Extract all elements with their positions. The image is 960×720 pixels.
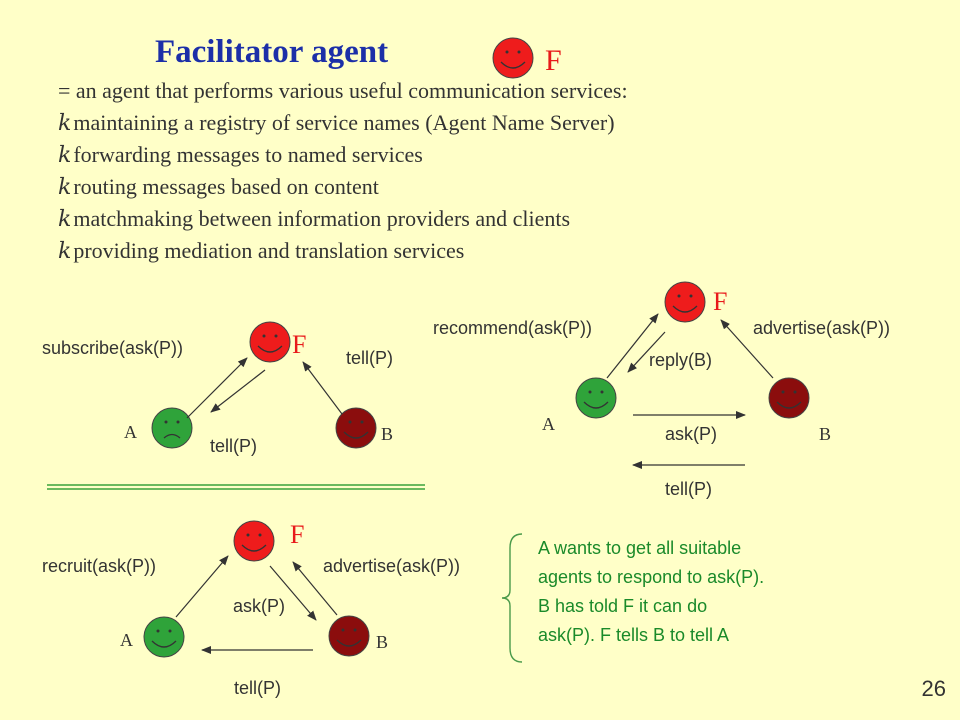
note-line: ask(P). F tells B to tell A [538, 625, 730, 645]
agent-a-label: A [124, 422, 137, 442]
tell-label: tell(P) [665, 479, 713, 499]
reply-arrow [627, 331, 666, 373]
bullet-item: kmaintaining a registry of service names… [58, 110, 615, 136]
note-line: B has told F it can do [538, 596, 708, 616]
recruit-arrow [175, 555, 229, 618]
facilitator-face-icon [492, 37, 534, 79]
agent-b-face-icon [328, 615, 370, 657]
agent-b-face-icon [768, 377, 810, 419]
intro-text: = an agent that performs various useful … [58, 78, 628, 103]
agent-b-label: B [819, 424, 832, 444]
brace-icon [501, 533, 523, 663]
page-number: 26 [921, 676, 946, 701]
bullet-item: kproviding mediation and translation ser… [58, 238, 465, 264]
bullet-mark: k [58, 111, 72, 136]
agent-a-label: A [120, 630, 133, 650]
note-line: A wants to get all suitable [538, 538, 742, 558]
bullet-mark: k [58, 207, 72, 232]
advertise-label: advertise(ask(P)) [753, 318, 891, 338]
bullet-mark: k [58, 239, 72, 264]
bullet-item: kforwarding messages to named services [58, 142, 423, 168]
note-line: agents to respond to ask(P). [538, 567, 765, 587]
agent-a-label: A [542, 414, 555, 434]
recommend-arrow [606, 313, 659, 379]
ask-label: ask(P) [665, 424, 718, 444]
advertise-arrow [292, 561, 338, 616]
tell-label: tell(P) [234, 678, 282, 698]
tell-label: tell(P) [346, 348, 394, 368]
ask-arrow [269, 565, 317, 621]
bullet-item: krouting messages based on content [58, 174, 379, 200]
bullet-mark: k [58, 175, 72, 200]
agent-a-face-icon [151, 407, 193, 449]
tell-to-a-arrow [210, 369, 266, 413]
facilitator-face-icon [249, 321, 291, 363]
agent-b-label: B [381, 424, 394, 444]
facilitator-label: F [713, 287, 728, 316]
recruit-label: recruit(ask(P)) [42, 556, 157, 576]
facilitator-label: F [290, 520, 305, 549]
tell-label: tell(P) [210, 436, 258, 456]
bullet-mark: k [58, 143, 72, 168]
tell-from-b-arrow [302, 361, 343, 415]
facilitator-label: F [292, 330, 307, 359]
ask-label: ask(P) [233, 596, 286, 616]
agent-a-face-icon [143, 616, 185, 658]
agent-b-label: B [376, 632, 389, 652]
facilitator-face-icon [233, 520, 275, 562]
subscribe-arrow [186, 357, 248, 419]
bullet-item: kmatchmaking between information provide… [58, 206, 571, 232]
agent-a-face-icon [575, 377, 617, 419]
facilitator-face-icon [664, 281, 706, 323]
reply-label: reply(B) [649, 350, 713, 370]
advertise-arrow [720, 319, 774, 379]
recommend-label: recommend(ask(P)) [433, 318, 593, 338]
facilitator-symbol-label: F [545, 44, 562, 77]
subscribe-label: subscribe(ask(P)) [42, 338, 184, 358]
page-title: Facilitator agent [155, 34, 389, 70]
advertise-label: advertise(ask(P)) [323, 556, 461, 576]
